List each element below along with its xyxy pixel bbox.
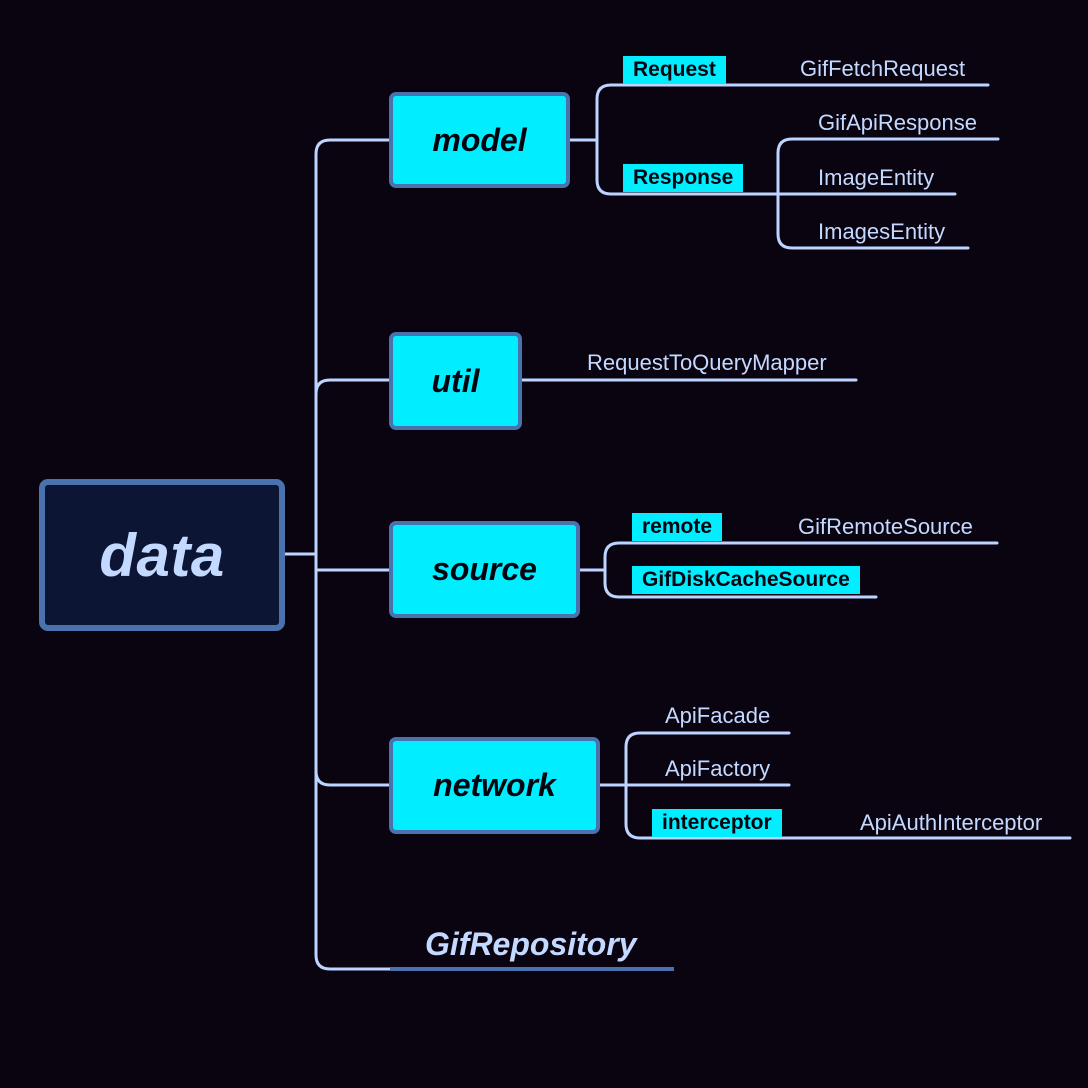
class-node-gifapiresponse[interactable]: GifApiResponse bbox=[818, 110, 977, 135]
class-node-apifacade[interactable]: ApiFacade bbox=[665, 703, 771, 728]
package-node-util[interactable]: util bbox=[389, 332, 522, 430]
class-node-apifactory[interactable]: ApiFactory bbox=[665, 756, 771, 781]
class-node-gifrepository[interactable]: GifRepository bbox=[425, 926, 637, 962]
subpackage-tag-request[interactable]: Request bbox=[623, 56, 726, 84]
root-label: data bbox=[99, 521, 225, 589]
class-node-gifdiskcachesource[interactable]: GifDiskCacheSource bbox=[632, 566, 860, 594]
class-node-gifremotesource[interactable]: GifRemoteSource bbox=[798, 514, 973, 539]
package-node-source[interactable]: source bbox=[389, 521, 580, 618]
connector-model-request bbox=[595, 83, 990, 196]
subpackage-tag-response[interactable]: Response bbox=[623, 164, 744, 192]
package-label-util: util bbox=[431, 362, 480, 399]
connector-network bbox=[314, 769, 392, 787]
connector-util bbox=[314, 378, 392, 396]
connector-trunk-model bbox=[314, 138, 392, 971]
package-label-source: source bbox=[432, 551, 537, 587]
package-label-model: model bbox=[432, 121, 527, 158]
class-node-requesttoquerymapper[interactable]: RequestToQueryMapper bbox=[587, 350, 827, 375]
package-node-network[interactable]: network bbox=[389, 737, 600, 834]
connector-source-remote bbox=[603, 541, 999, 599]
class-node-apiauthinterceptor[interactable]: ApiAuthInterceptor bbox=[860, 810, 1043, 835]
class-node-imagesentity[interactable]: ImagesEntity bbox=[818, 219, 946, 244]
class-node-giffetchrequest[interactable]: GifFetchRequest bbox=[800, 56, 966, 81]
package-label-network: network bbox=[433, 767, 556, 803]
subpackage-tag-remote[interactable]: remote bbox=[632, 513, 723, 541]
class-node-imageentity[interactable]: ImageEntity bbox=[818, 165, 935, 190]
subpackage-tag-interceptor[interactable]: interceptor bbox=[652, 809, 782, 837]
root-node-data[interactable]: data bbox=[39, 479, 285, 631]
package-node-model[interactable]: model bbox=[389, 92, 570, 188]
